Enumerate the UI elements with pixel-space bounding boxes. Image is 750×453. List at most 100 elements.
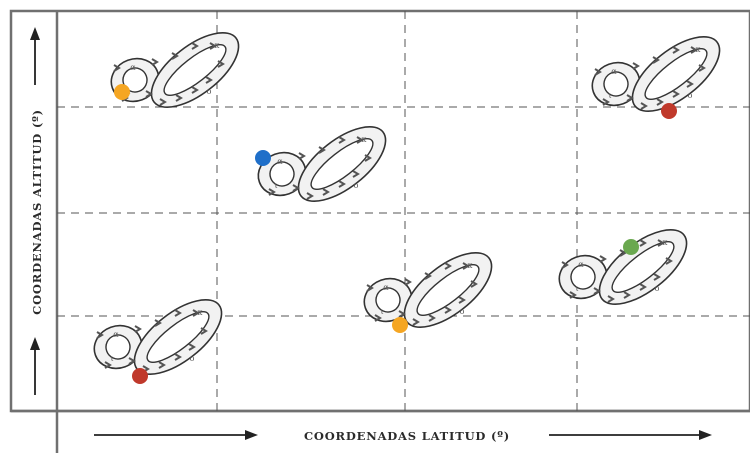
greek-letter: α bbox=[611, 67, 617, 76]
track-arrow bbox=[205, 76, 213, 84]
track-arrow bbox=[175, 94, 183, 102]
y-axis-label: COORDENADAS ALTITUD (º) bbox=[30, 109, 44, 315]
track-arrow bbox=[318, 146, 326, 154]
large-loop-inner bbox=[163, 44, 227, 96]
greek-letter: κ bbox=[696, 45, 701, 54]
track-arrow bbox=[639, 283, 647, 291]
track-arrow bbox=[594, 68, 602, 76]
track-arrow bbox=[159, 98, 167, 106]
track-arrow bbox=[192, 309, 200, 317]
track-arrow bbox=[561, 261, 569, 269]
track-arrow bbox=[412, 318, 420, 326]
small-loop-inner bbox=[122, 67, 148, 93]
track-arrow bbox=[188, 343, 196, 351]
circuit-track: α κ ο ι bbox=[591, 36, 721, 119]
track-arrow bbox=[174, 353, 182, 361]
track-arrow bbox=[145, 90, 153, 98]
greek-letter: α bbox=[383, 283, 389, 292]
track-arrow bbox=[174, 309, 182, 317]
tracks-layer: ακοιακοιακοιακοιακοιακοι bbox=[93, 32, 721, 384]
track-arrow bbox=[191, 86, 199, 94]
greek-letter: ο bbox=[460, 307, 465, 316]
track-arrow bbox=[607, 295, 615, 303]
track-arrow bbox=[217, 60, 225, 68]
small-loop-inner bbox=[375, 287, 401, 313]
track-arrow bbox=[398, 310, 406, 318]
track-arrow bbox=[672, 46, 680, 54]
y-axis-arrows bbox=[30, 27, 40, 395]
x-arrow-right-head bbox=[699, 430, 712, 440]
small-loop-inner bbox=[570, 264, 596, 290]
large-loop-inner bbox=[611, 241, 675, 293]
position-marker-dot bbox=[255, 150, 271, 166]
track-arrow bbox=[268, 188, 276, 196]
track-arrow bbox=[154, 319, 162, 327]
track-arrow bbox=[104, 361, 112, 369]
track-arrow bbox=[158, 361, 166, 369]
track-arrow bbox=[698, 64, 706, 72]
greek-letter: ο bbox=[190, 354, 195, 363]
greek-letter: ο bbox=[688, 91, 693, 100]
track-arrow bbox=[657, 239, 665, 247]
greek-letter: ι bbox=[608, 91, 611, 100]
track-arrow bbox=[298, 152, 306, 160]
track-arrow bbox=[640, 102, 648, 110]
x-arrow-left-head bbox=[245, 430, 258, 440]
greek-letter: κ bbox=[468, 261, 473, 270]
greek-letter: ο bbox=[207, 87, 212, 96]
track-arrow bbox=[306, 192, 314, 200]
greek-letter: α bbox=[130, 63, 136, 72]
track-arrow bbox=[374, 314, 382, 322]
track-arrow bbox=[602, 98, 610, 106]
track-arrow bbox=[191, 42, 199, 50]
greek-letter: ι bbox=[274, 181, 277, 190]
track-arrow bbox=[458, 296, 466, 304]
track-arrow bbox=[428, 314, 436, 322]
y-arrow-top-head bbox=[30, 27, 40, 40]
track-arrow bbox=[338, 180, 346, 188]
large-loop-inner bbox=[416, 264, 480, 316]
track-arrow bbox=[128, 357, 136, 365]
track-arrow bbox=[356, 136, 364, 144]
greek-letter: ο bbox=[655, 284, 660, 293]
track-arrow bbox=[444, 306, 452, 314]
y-arrow-bottom-head bbox=[30, 337, 40, 350]
track-arrow bbox=[653, 273, 661, 281]
greek-letter: κ bbox=[215, 41, 220, 50]
track-arrow bbox=[639, 239, 647, 247]
greek-letter: κ bbox=[663, 238, 668, 247]
greek-letter: α bbox=[113, 330, 119, 339]
track-arrow bbox=[665, 257, 673, 265]
track-arrow bbox=[200, 327, 208, 335]
large-loop-inner bbox=[644, 48, 708, 100]
track-arrow bbox=[171, 52, 179, 60]
track-arrow bbox=[652, 56, 660, 64]
track-arrow bbox=[569, 291, 577, 299]
track-arrow bbox=[352, 170, 360, 178]
greek-letter: ο bbox=[354, 181, 359, 190]
track-arrow bbox=[690, 46, 698, 54]
small-loop-inner bbox=[603, 71, 629, 97]
track-arrow bbox=[292, 184, 300, 192]
x-axis-arrows bbox=[94, 430, 712, 440]
track-arrow bbox=[470, 280, 478, 288]
track-arrow bbox=[209, 42, 217, 50]
track-arrow bbox=[96, 331, 104, 339]
track-arrow bbox=[364, 154, 372, 162]
track-arrow bbox=[404, 278, 412, 286]
position-marker-dot bbox=[392, 317, 408, 333]
track-arrow bbox=[619, 249, 627, 257]
track-arrow bbox=[444, 262, 452, 270]
position-marker-dot bbox=[114, 84, 130, 100]
position-marker-dot bbox=[661, 103, 677, 119]
track-arrow bbox=[366, 284, 374, 292]
position-marker-dot bbox=[132, 368, 148, 384]
track-arrow bbox=[134, 325, 142, 333]
track-arrow bbox=[599, 255, 607, 263]
